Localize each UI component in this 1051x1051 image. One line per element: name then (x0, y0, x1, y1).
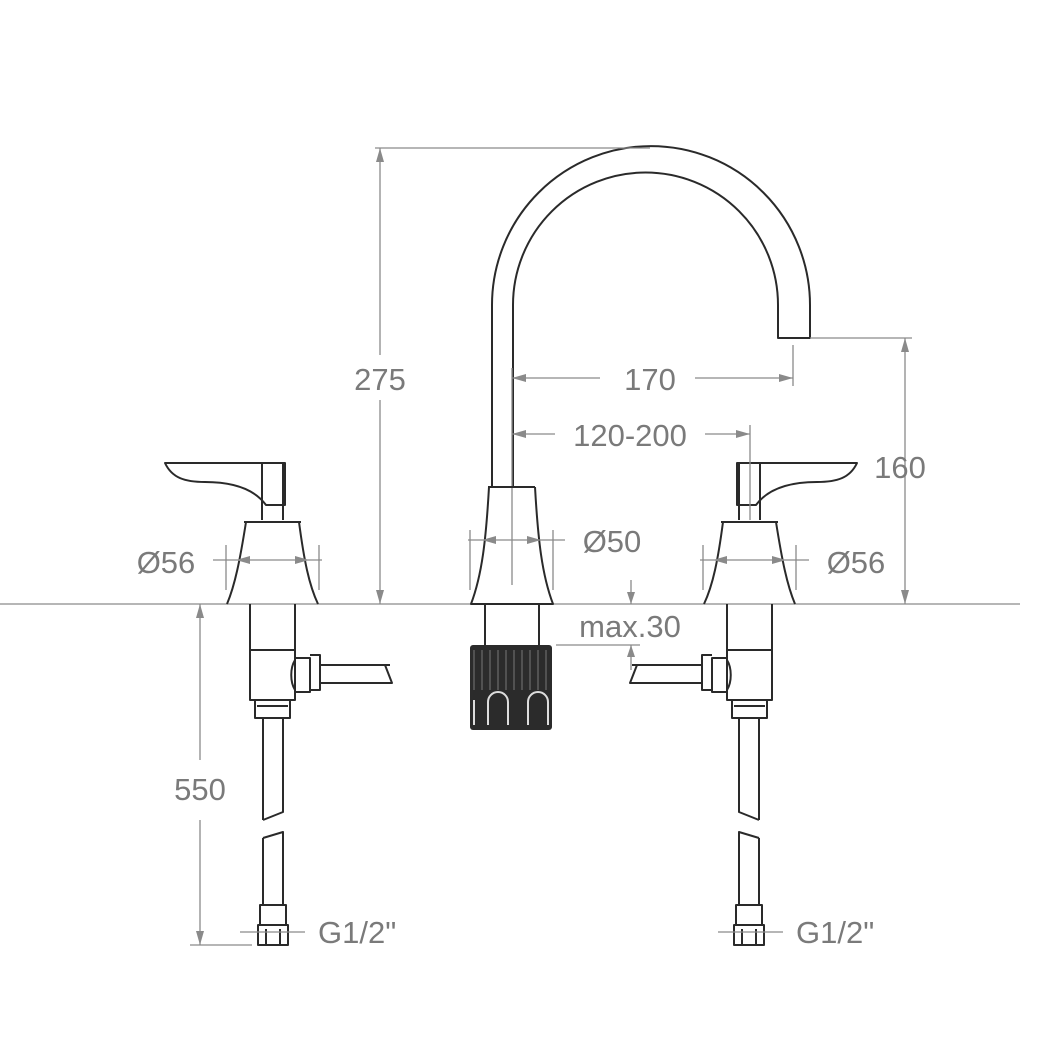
dimension-160: 160 (810, 337, 926, 604)
svg-text:550: 550 (174, 772, 226, 807)
svg-text:max.30: max.30 (579, 609, 681, 644)
label-left-connection: G1/2" (240, 915, 396, 950)
dimension-120-200: 120-200 (512, 418, 751, 520)
label-right-connection: G1/2" (718, 915, 874, 950)
dimension-spout-diameter: Ø50 (468, 524, 641, 590)
svg-text:G1/2": G1/2" (796, 915, 874, 950)
svg-text:G1/2": G1/2" (318, 915, 396, 950)
svg-text:170: 170 (624, 362, 676, 397)
dimension-275: 275 (354, 147, 650, 604)
right-handle-assembly (629, 462, 858, 946)
dimension-right-diameter: Ø56 (700, 545, 885, 590)
svg-text:Ø50: Ø50 (583, 524, 642, 559)
svg-text:275: 275 (354, 362, 406, 397)
dimension-170: 170 (512, 345, 794, 397)
svg-text:120-200: 120-200 (573, 418, 687, 453)
dimension-max-30: max.30 (556, 580, 681, 670)
svg-text:Ø56: Ø56 (137, 545, 196, 580)
dimension-left-diameter: Ø56 (137, 545, 322, 590)
dimension-550: 550 (174, 604, 252, 946)
svg-text:Ø56: Ø56 (827, 545, 886, 580)
svg-text:160: 160 (874, 450, 926, 485)
left-handle-assembly (164, 462, 393, 946)
spout (470, 145, 811, 645)
mounting-nut (470, 645, 552, 730)
